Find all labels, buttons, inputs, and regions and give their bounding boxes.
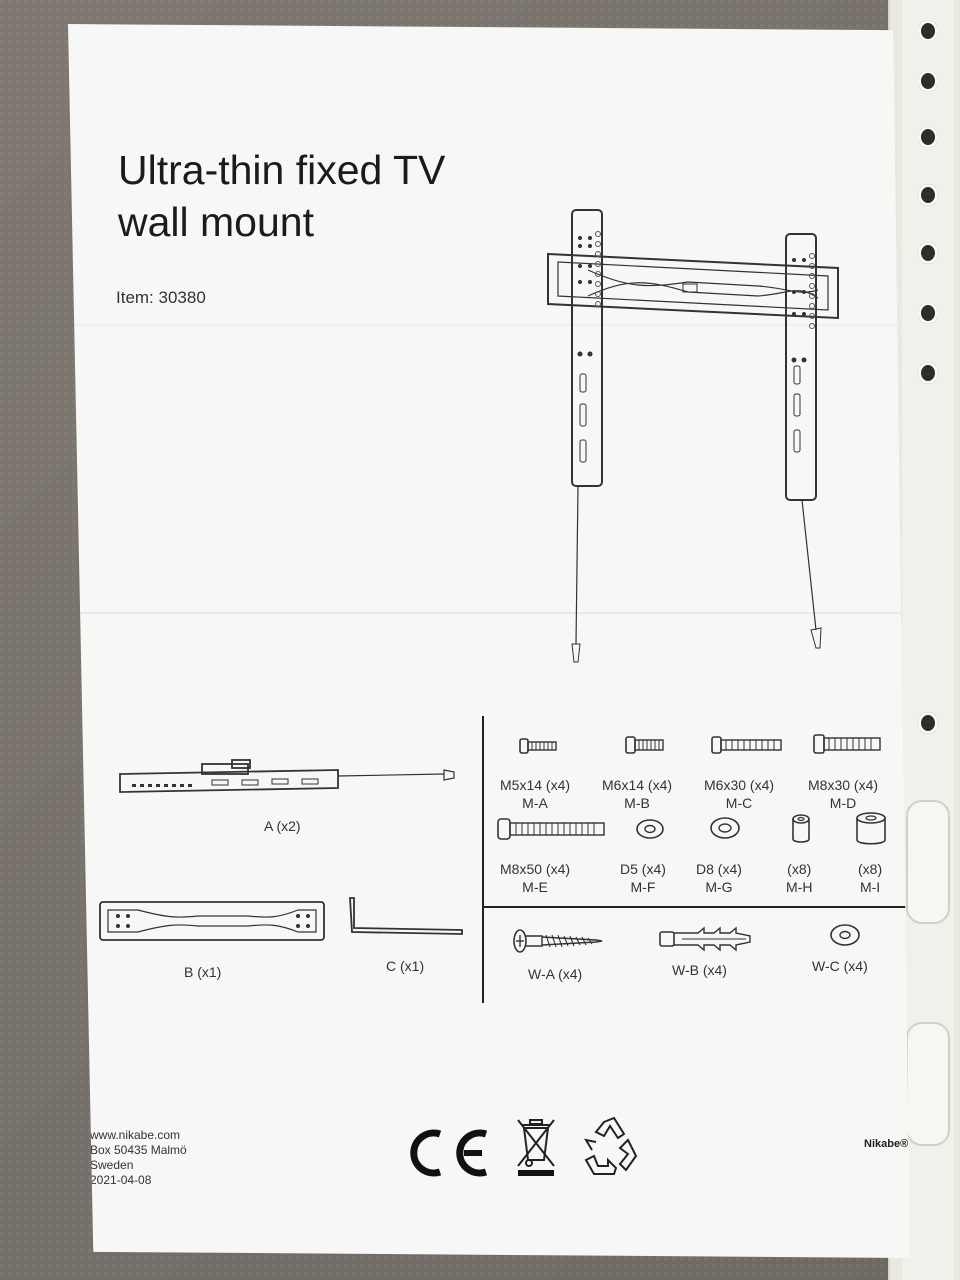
part-b-wall-plate-illustration [99, 901, 325, 941]
screw-m8x30-icon [813, 734, 881, 754]
screw-label: M6x14 (x4)M-B [602, 777, 673, 811]
screw-m5x14-icon [519, 738, 557, 754]
washer-label: D8 (x4)M-G [696, 861, 742, 895]
part-c-allen-key-illustration [349, 897, 463, 935]
parts-divider-horizontal [484, 906, 910, 908]
washer-d5-icon [636, 819, 664, 839]
mount-assembly-illustration [547, 209, 839, 663]
screw-label: M6x30 (x4)M-C [704, 777, 775, 811]
binder-slot [906, 800, 950, 924]
part-c-label: C (x1) [386, 958, 425, 974]
wall-part-label: W-C (x4) [812, 958, 868, 974]
screw-m6x30-icon [711, 736, 782, 754]
washer-label: D5 (x4)M-F [620, 861, 666, 895]
wall-plug-w-b-icon [659, 926, 751, 952]
binder-hole [918, 302, 938, 324]
screw-label: M8x30 (x4)M-D [808, 777, 879, 811]
weee-bin-icon [517, 1119, 555, 1176]
screw-label: M8x50 (x4)M-E [500, 861, 571, 895]
ce-mark-icon [410, 1129, 488, 1177]
binder-hole [918, 184, 938, 206]
binder-slot [906, 1022, 950, 1146]
screw-m8x50-icon [497, 818, 605, 840]
spacer-label: (x8)M-H [786, 861, 813, 895]
part-a-bracket-illustration [119, 759, 455, 793]
instruction-sheet: Ultra-thin fixed TV wall mount Item: 303… [68, 24, 910, 1258]
screw-label: M5x14 (x4)M-A [500, 777, 571, 811]
brand-logo: Nikabe® [864, 1138, 909, 1150]
screw-m6x14-icon [625, 736, 664, 754]
part-b-label: B (x1) [184, 964, 222, 980]
spacer-m-h-icon [792, 814, 810, 843]
washer-d8-icon [710, 817, 740, 839]
parts-divider-vertical [482, 716, 484, 1003]
wall-part-label: W-B (x4) [672, 962, 727, 978]
spacer-label: (x8)M-I [858, 861, 883, 895]
binder-hole [918, 362, 938, 384]
wall-part-label: W-A (x4) [528, 966, 583, 982]
binder-hole [918, 242, 938, 264]
wall-screw-w-a-icon [513, 929, 603, 953]
binder-hole [918, 70, 938, 92]
binder-sleeve [888, 0, 960, 1280]
part-a-label: A (x2) [264, 818, 301, 834]
item-number: Item: 30380 [116, 288, 206, 307]
spacer-m-i-icon [856, 812, 886, 845]
binder-hole [918, 20, 938, 42]
washer-w-c-icon [830, 924, 860, 946]
company-address: www.nikabe.com Box 50435 Malmö Sweden 20… [90, 1128, 187, 1187]
binder-hole [918, 712, 938, 734]
binder-hole [918, 126, 938, 148]
recycle-icon [583, 1116, 638, 1175]
document-title: Ultra-thin fixed TV wall mount [118, 147, 446, 246]
